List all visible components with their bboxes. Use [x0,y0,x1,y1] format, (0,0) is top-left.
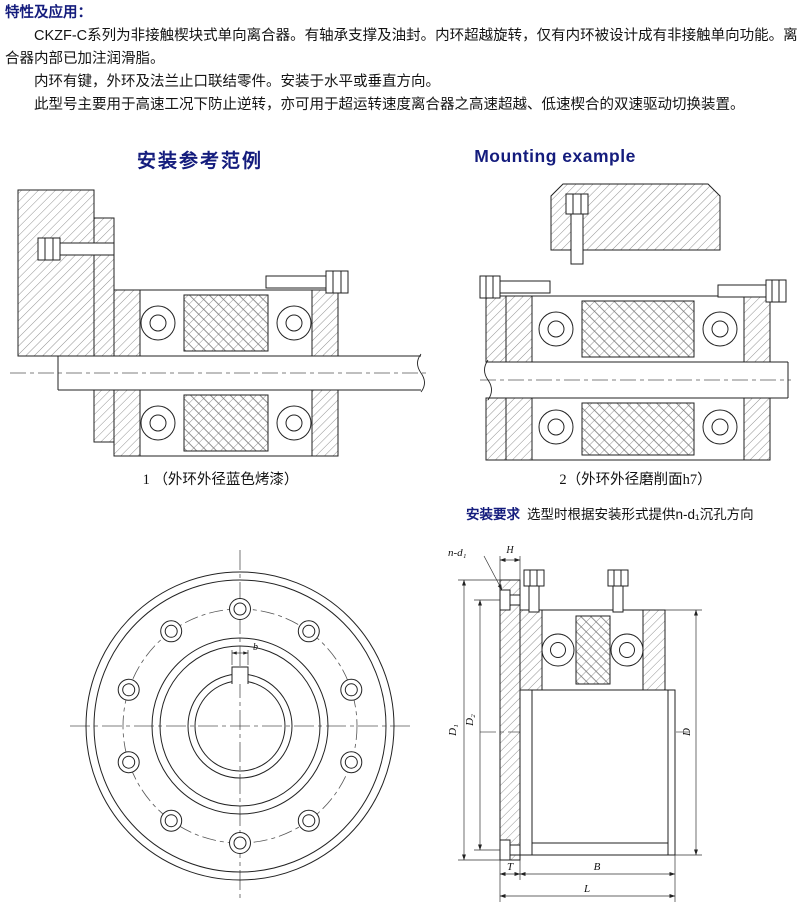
shaft-break [484,359,492,401]
outer-ring-section [519,609,666,691]
dim-label-L: L [583,883,590,895]
bearing-icon [702,311,738,347]
bearing-icon [276,305,312,341]
bearing-icon [541,633,575,667]
sprag-cage [575,615,611,685]
front-view-drawing: b [70,550,410,902]
front-view-figure: b [70,550,410,907]
bolt-holes [117,598,363,854]
intro-paragraph-2: 内环有键，外环及法兰止口联结零件。安装于水平或垂直方向。 [34,74,440,90]
socket-bolt-top [265,270,349,294]
shaft-break [417,353,425,393]
heading-install-example-zh: 安装参考范例 [136,151,263,172]
socket-bolt-right [717,279,787,303]
bearing-icon [140,305,176,341]
dimension-lines [458,555,702,902]
mounting-note: 安装要求选型时根据安装形式提供n-d₁沉孔方向 [466,503,810,523]
figure-2 [478,180,793,473]
socket-bolt-left [523,569,545,613]
machine-wall [17,189,95,357]
ring-steps [151,637,329,815]
figure-1-caption: 1 （外环外径蓝色烤漆） [142,472,299,488]
sprag-cage [581,300,695,358]
bearing-icon [538,311,574,347]
socket-bolt-vertical [565,193,589,265]
heading-mounting-example-en: Mounting example [474,146,636,166]
keyway-width-dimension [231,650,249,665]
socket-bolt-wall [37,237,115,261]
mounting-drawing-1 [10,189,429,457]
outer-ring-lower [113,389,339,457]
driven-housing [550,183,721,251]
intro-paragraph-3: 此型号主要用于高速工况下防止逆转，亦可用于超运转速度离合器之高速超越、低速楔合的… [34,97,745,113]
dim-label-D: D [681,728,693,737]
mounting-note-label: 安装要求 [466,507,520,522]
outer-ring-upper [505,295,771,363]
intro-section: 特性及应用： CKZF-C系列为非接触楔块式单向离合器。有轴承支撑及油封。内环超… [5,2,806,117]
dim-label-T: T [507,861,514,873]
dimension-drawing: n-d₁ H D₁ D₂ D T B L [447,545,702,902]
outer-ring-upper [113,289,339,357]
hub-body [519,689,676,856]
flange-outline [85,571,395,881]
dim-label-H: H [505,545,514,556]
dim-label-n-d1: n-d₁ [448,547,467,559]
flange-plate [499,579,521,861]
dim-label-B: B [594,861,601,873]
figure-2-caption: 2（外环外径磨削面h7） [559,472,712,488]
section-view-figure: n-d₁ H D₁ D₂ D T B L [440,540,805,917]
socket-bolt-left [479,275,551,299]
dim-label-D1: D₁ [447,724,459,737]
sprag-cage [183,294,269,352]
shaft [57,353,425,393]
dim-label-b: b [253,642,258,653]
socket-bolt-right [607,569,629,613]
shaft [484,359,789,401]
figure-1 [8,178,433,470]
mounting-drawing-2 [479,183,791,461]
dim-label-D2: D₂ [464,714,476,727]
outer-ring-lower [505,397,771,461]
mounting-note-text: 选型时根据安装形式提供n-d₁沉孔方向 [527,507,754,522]
intro-paragraph-1: CKZF-C系列为非接触楔块式单向离合器。有轴承支撑及油封。内环超越旋转，仅有内… [5,28,798,67]
section-title: 特性及应用： [5,5,92,21]
flange-plate [485,295,507,461]
keyway [231,666,249,684]
bearing-icon [610,633,644,667]
